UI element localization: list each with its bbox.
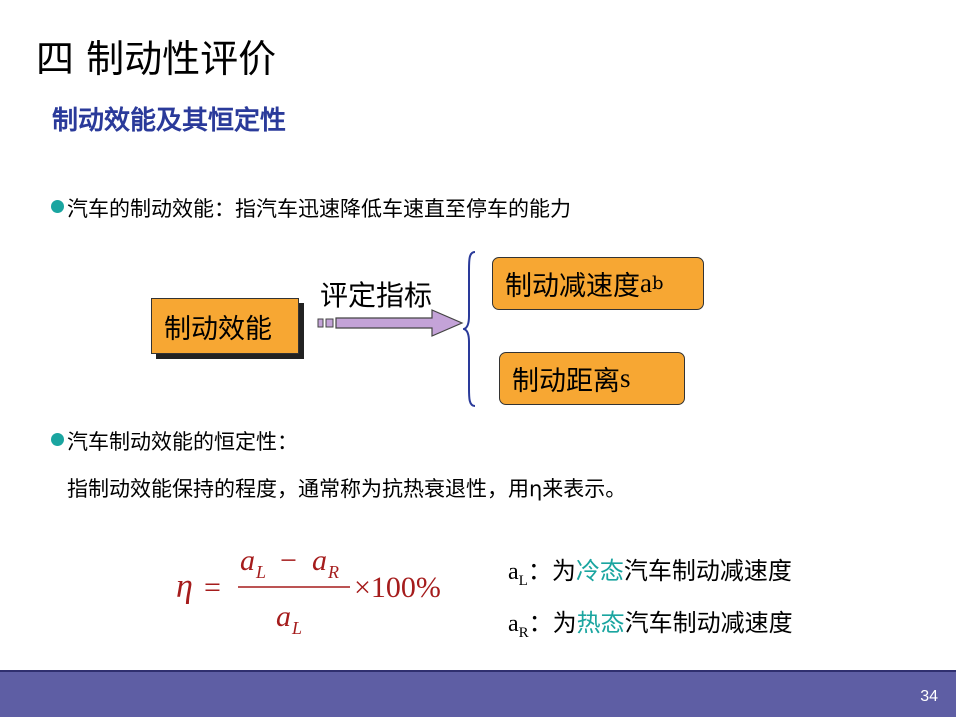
bullet-dot-icon xyxy=(51,433,64,446)
formula-num-a1: a xyxy=(240,544,255,577)
note-subscript: R xyxy=(518,624,529,641)
evaluation-index-label: 评定指标 xyxy=(320,279,433,312)
note-rest: 汽车制动减速度 xyxy=(624,609,793,637)
formula-times-100: ×100% xyxy=(354,571,441,604)
brace-icon xyxy=(463,251,476,407)
braking-distance-symbol: s xyxy=(620,363,631,393)
note-subscript: L xyxy=(518,572,528,589)
formula-den-a: a xyxy=(276,600,291,633)
note-colon: ：为 xyxy=(528,609,577,637)
note-colon: ：为 xyxy=(527,557,576,585)
note-symbol: a xyxy=(508,611,519,637)
formula-equals: = xyxy=(204,571,221,604)
slide-footer-bar xyxy=(0,670,956,717)
deceleration-subscript: b xyxy=(651,273,664,294)
slide-subtitle: 制动效能及其恒定性 xyxy=(52,106,287,136)
formula-num-a2: a xyxy=(312,544,327,577)
bullet-stability: 汽车制动效能的恒定性： xyxy=(67,430,298,454)
slide-title: 四 制动性评价 xyxy=(36,37,277,81)
bullet-braking-efficiency: 汽车的制动效能：指汽车迅速降低车速直至停车的能力 xyxy=(67,197,571,221)
note-hot-deceleration: aR：为热态汽车制动减速度 xyxy=(508,603,793,642)
braking-distance-label: 制动距离 xyxy=(512,366,620,397)
note-highlight: 热态 xyxy=(576,609,625,637)
page-number: 34 xyxy=(920,688,938,705)
thermal-fade-formula: η = a L − a R a L ×100% xyxy=(176,544,441,638)
bullet-dot-icon xyxy=(51,200,64,213)
stability-explanation: 指制动效能保持的程度，通常称为抗热衰退性，用η来表示。 xyxy=(67,477,627,501)
formula-num-sub1: L xyxy=(255,562,266,582)
formula-minus: − xyxy=(280,544,297,577)
braking-efficiency-label: 制动效能 xyxy=(164,313,272,345)
note-symbol: a xyxy=(508,559,519,585)
formula-eta: η xyxy=(176,568,193,605)
formula-num-sub2: R xyxy=(327,562,339,582)
deceleration-label: 制动减速度 xyxy=(505,271,640,302)
formula-den-sub: L xyxy=(291,618,302,638)
note-rest: 汽车制动减速度 xyxy=(623,557,792,585)
note-cold-deceleration: aL：为冷态汽车制动减速度 xyxy=(508,551,792,590)
note-highlight: 冷态 xyxy=(575,557,624,585)
deceleration-symbol: a xyxy=(640,268,652,298)
arrow-right-icon xyxy=(317,309,464,337)
braking-efficiency-box: 制动效能 xyxy=(151,298,299,354)
